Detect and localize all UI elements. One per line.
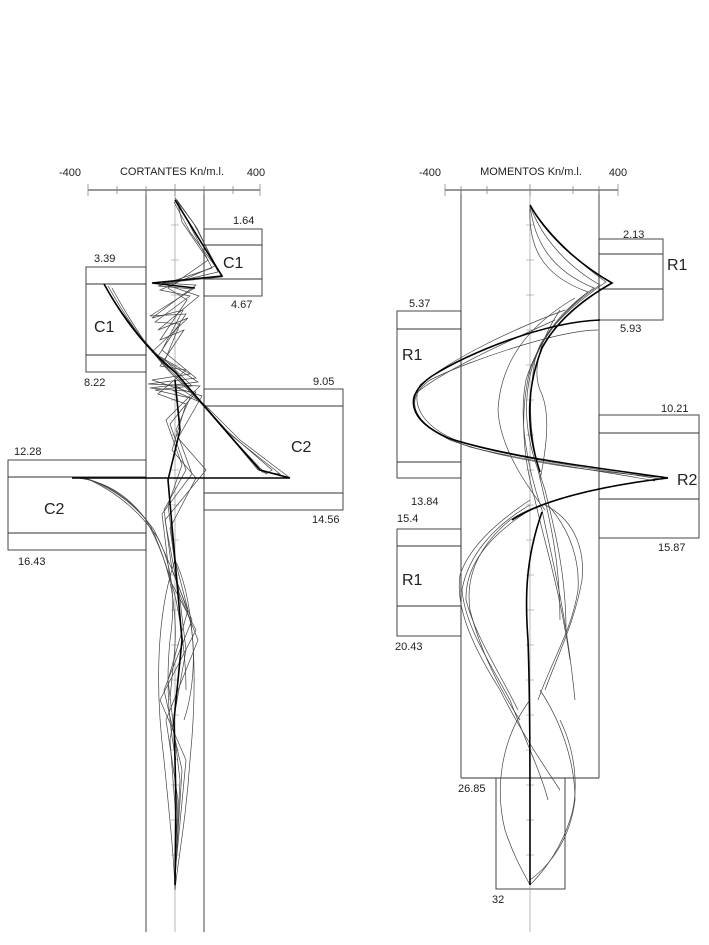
momentos-axis-min-label: -400 bbox=[419, 167, 441, 179]
cortantes-text: CORTANTES Kn/m.l. -400 400 C1 1.64 4.67 … bbox=[14, 166, 340, 568]
momentos-curve bbox=[536, 309, 561, 481]
momentos-curve bbox=[522, 204, 589, 701]
momentos-axis-max-label: 400 bbox=[609, 167, 627, 179]
momentos-curve bbox=[416, 309, 661, 480]
cortantes-curve bbox=[158, 559, 176, 891]
zone-top-value-r1-upper-left: 5.37 bbox=[409, 298, 430, 310]
momentos-curve bbox=[458, 499, 561, 791]
cortantes-curve bbox=[174, 559, 195, 891]
zone-label-c1-upper: C1 bbox=[223, 255, 244, 272]
zone-bottom-value-c2-right: 14.56 bbox=[312, 514, 340, 526]
zone-bottom-value-c2-left: 16.43 bbox=[18, 556, 46, 568]
momentos-curve bbox=[497, 297, 576, 511]
cortantes-zone-c2-right bbox=[203, 388, 344, 511]
momentos-curve bbox=[500, 699, 531, 886]
zone-top-value-r1-upper-right: 2.13 bbox=[623, 229, 644, 241]
cortantes-bold-curve bbox=[72, 283, 291, 479]
momentos-curves bbox=[412, 204, 669, 886]
cortantes-curve bbox=[154, 201, 216, 876]
cortantes-bold-curve bbox=[167, 379, 183, 886]
momentos-curve bbox=[523, 204, 595, 661]
zone-top-value-c1-upper: 1.64 bbox=[233, 215, 254, 227]
momentos-zone-r2-right bbox=[598, 414, 700, 539]
cortantes-panel: CORTANTES Kn/m.l. -400 400 C1 1.64 4.67 … bbox=[7, 166, 344, 932]
momentos-curves-bold bbox=[412, 204, 669, 885]
momentos-zone-r1-upper-right bbox=[598, 238, 664, 321]
zone-label-r1-upper-right: R1 bbox=[667, 257, 688, 274]
zone-top-value-c1-lower: 3.39 bbox=[94, 253, 115, 265]
zone-label-r1-upper-left: R1 bbox=[402, 347, 423, 364]
cortantes-curve bbox=[107, 285, 282, 475]
momentos-bold-curve bbox=[528, 204, 614, 473]
momentos-title: MOMENTOS Kn/m.l. bbox=[480, 166, 582, 178]
momentos-curve bbox=[537, 504, 579, 701]
momentos-curve bbox=[529, 204, 601, 631]
momentos-curve bbox=[526, 204, 607, 621]
zone-bottom-value-r1-upper-left: 13.84 bbox=[411, 496, 439, 508]
zone-top-value-c2-left: 12.28 bbox=[14, 446, 42, 458]
cortantes-zone-c1-lower bbox=[85, 266, 147, 373]
zone-label-c2-right: C2 bbox=[291, 439, 312, 456]
zone-label-r2-right: R2 bbox=[677, 472, 698, 489]
zone-bottom-value-r1-lower-left: 20.43 bbox=[395, 641, 423, 653]
extension-bottom-label: 32 bbox=[492, 894, 504, 906]
momentos-text: MOMENTOS Kn/m.l. -400 400 R1 2.13 5.93 R… bbox=[395, 166, 698, 906]
zone-top-value-r1-lower-left: 15.4 bbox=[397, 513, 418, 525]
zone-label-c1-lower: C1 bbox=[94, 319, 115, 336]
extension-top-label: 26.85 bbox=[458, 783, 486, 795]
cortantes-ticks bbox=[87, 184, 261, 196]
momentos-curve bbox=[465, 509, 531, 711]
momentos-bold-curve bbox=[525, 511, 543, 885]
cortantes-zone-c2-left bbox=[7, 459, 147, 551]
momentos-panel: MOMENTOS Kn/m.l. -400 400 R1 2.13 5.93 R… bbox=[395, 166, 700, 932]
cortantes-curve bbox=[157, 203, 209, 861]
cortantes-curve bbox=[89, 479, 177, 761]
momentos-curve bbox=[461, 504, 549, 801]
zone-top-value-r2-right: 10.21 bbox=[661, 403, 689, 415]
cortantes-curve bbox=[111, 287, 273, 475]
cortantes-axis-min-label: -400 bbox=[59, 167, 81, 179]
momentos-zone-r1-upper-left bbox=[396, 310, 462, 479]
momentos-curve bbox=[544, 504, 583, 691]
zone-label-c2-left: C2 bbox=[44, 501, 65, 518]
momentos-zone-r1-lower-left bbox=[396, 528, 462, 637]
zone-bottom-value-c1-lower: 8.22 bbox=[84, 377, 105, 389]
momentos-curve bbox=[414, 329, 669, 721]
cortantes-curves bbox=[77, 197, 291, 891]
cortantes-curve bbox=[77, 477, 187, 691]
zone-bottom-value-c1-upper: 4.67 bbox=[231, 299, 252, 311]
momentos-ticks bbox=[444, 184, 619, 196]
momentos-curve bbox=[529, 689, 576, 881]
cortantes-bold-curve bbox=[151, 199, 224, 289]
cortantes-axis-max-label: 400 bbox=[247, 167, 265, 179]
cortantes-curves-bold bbox=[72, 199, 291, 886]
momentos-bold-curve bbox=[412, 319, 669, 521]
cortantes-curve bbox=[149, 199, 219, 881]
cortantes-curve bbox=[83, 477, 176, 701]
cortantes-title: CORTANTES Kn/m.l. bbox=[120, 166, 224, 178]
cortantes-curve bbox=[87, 478, 194, 721]
momentos-curve bbox=[529, 719, 576, 886]
zone-top-value-c2-right: 9.05 bbox=[313, 376, 334, 388]
zone-bottom-value-r1-upper-right: 5.93 bbox=[620, 323, 641, 335]
zone-bottom-value-r2-right: 15.87 bbox=[658, 542, 686, 554]
zone-label-r1-lower-left: R1 bbox=[402, 572, 423, 589]
